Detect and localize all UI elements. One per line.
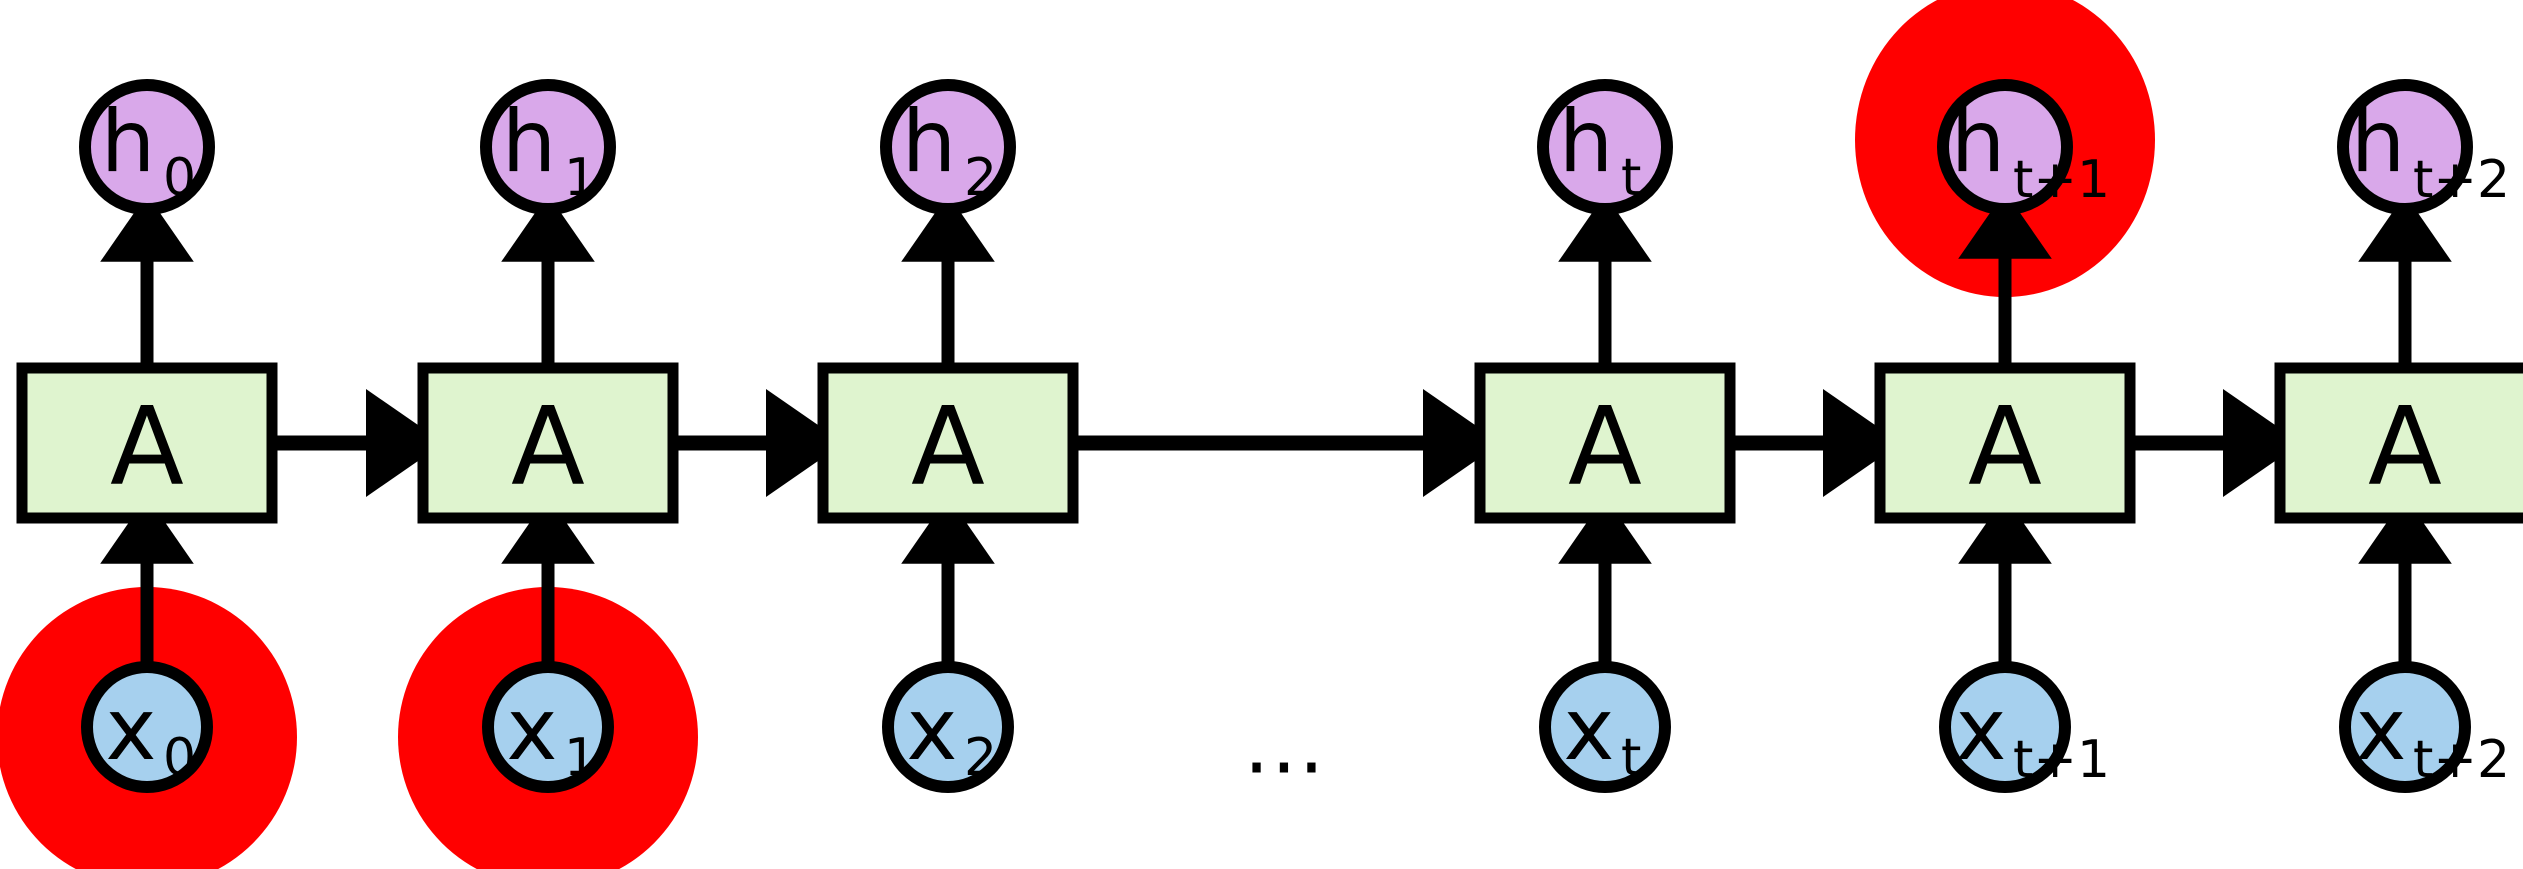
input-node-x1-base: x — [507, 680, 558, 780]
hidden-node-ht-base: h — [1559, 92, 1614, 192]
input-node-x0[interactable]: x 0 — [81, 661, 213, 793]
input-node-xt1-base: x — [1956, 680, 2007, 780]
cell-box-tt[interactable]: A — [1474, 362, 1736, 524]
input-node-xt-subscript: t — [1621, 728, 1641, 788]
hidden-node-layer: h 0 h 1 h 2 h t h t+1 — [79, 79, 2510, 215]
cell-label-t0: A — [110, 385, 184, 510]
input-node-x0-base: x — [106, 680, 157, 780]
input-node-xt1-subscript: t+1 — [2013, 730, 2110, 790]
input-node-x2[interactable]: x 2 — [882, 661, 1014, 793]
input-node-xt1[interactable]: x t+1 — [1939, 661, 2110, 793]
input-node-x1-subscript: 1 — [564, 728, 597, 788]
input-node-x2-base: x — [907, 680, 958, 780]
hidden-node-ht1-subscript: t+1 — [2013, 150, 2110, 210]
hidden-node-ht2-base: h — [2351, 92, 2406, 192]
hidden-node-h1-subscript: 1 — [564, 148, 597, 208]
cell-box-t0[interactable]: A — [16, 362, 278, 524]
cell-box-t2[interactable]: A — [817, 362, 1079, 524]
input-node-layer: x 0 x 1 x 2 x t x t+1 — [81, 661, 2510, 793]
cell-label-t1: A — [511, 385, 585, 510]
hidden-node-h2-subscript: 2 — [964, 148, 997, 208]
cell-box-t1[interactable]: A — [417, 362, 679, 524]
sequence-ellipsis: ... — [1244, 699, 1326, 792]
hidden-node-h0-base: h — [101, 92, 156, 192]
cell-label-tt: A — [1568, 385, 1642, 510]
hidden-node-h1-base: h — [502, 92, 557, 192]
arrow-layer — [100, 191, 2452, 668]
input-node-xt-base: x — [1564, 680, 1615, 780]
cell-layer: A A A A A A — [16, 362, 2523, 524]
input-node-xt2[interactable]: x t+2 — [2339, 661, 2510, 793]
hidden-node-h0[interactable]: h 0 — [79, 79, 215, 215]
hidden-node-ht2-subscript: t+2 — [2413, 150, 2510, 210]
cell-box-tt1[interactable]: A — [1874, 362, 2136, 524]
cell-box-tt2[interactable]: A — [2274, 362, 2523, 524]
hidden-node-h1[interactable]: h 1 — [480, 79, 616, 215]
input-node-x2-subscript: 2 — [964, 728, 997, 788]
hidden-node-h2[interactable]: h 2 — [880, 79, 1016, 215]
cell-label-t2: A — [911, 385, 985, 510]
cell-label-tt1: A — [1968, 385, 2042, 510]
input-node-xt2-subscript: t+2 — [2413, 730, 2510, 790]
hidden-node-ht2[interactable]: h t+2 — [2337, 79, 2510, 215]
hidden-node-ht1-base: h — [1951, 92, 2006, 192]
hidden-node-h2-base: h — [902, 92, 957, 192]
hidden-node-ht[interactable]: h t — [1537, 79, 1673, 215]
input-node-xt2-base: x — [2356, 680, 2407, 780]
input-node-x0-subscript: 0 — [163, 728, 196, 788]
input-node-x1[interactable]: x 1 — [482, 661, 614, 793]
hidden-node-ht-subscript: t — [1621, 148, 1641, 208]
hidden-node-h0-subscript: 0 — [163, 148, 196, 208]
cell-label-tt2: A — [2368, 385, 2442, 510]
input-node-xt[interactable]: x t — [1539, 661, 1671, 793]
hidden-node-ht1[interactable]: h t+1 — [1937, 79, 2110, 215]
